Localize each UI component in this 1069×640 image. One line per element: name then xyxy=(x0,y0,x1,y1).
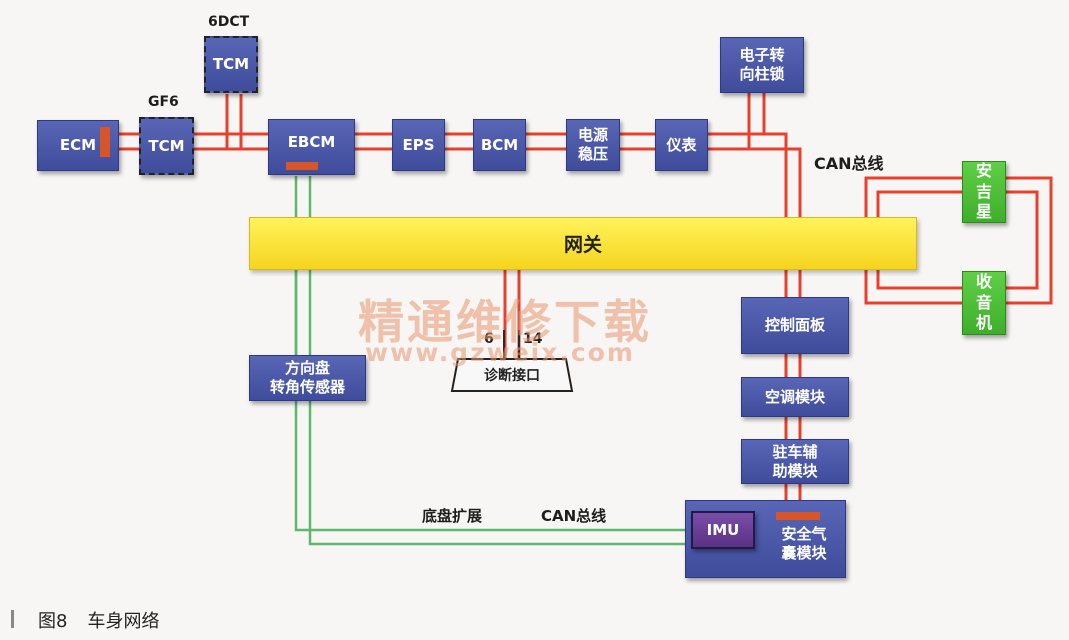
ac-module: 空调模块 xyxy=(741,377,849,417)
diagnostic-port-label: 诊断接口 xyxy=(484,368,540,384)
chassis-bus-label-a: 底盘扩展 xyxy=(422,507,483,525)
ecm-connector xyxy=(100,127,110,157)
6dct-label: 6DCT xyxy=(208,14,250,30)
tcm-gf6-label: TCM xyxy=(148,136,185,155)
parking-assist-module: 驻车辅 助模块 xyxy=(741,439,849,484)
eps-module: EPS xyxy=(392,119,445,171)
steering-lock-label: 电子转 向柱锁 xyxy=(739,46,785,83)
pin-6-label: 6 xyxy=(484,331,494,347)
power-regulator-label: 电源 稳压 xyxy=(577,126,608,163)
airbag-connector xyxy=(776,512,820,520)
eps-label: EPS xyxy=(402,135,435,154)
gateway-label: 网关 xyxy=(563,234,602,256)
bcm-module: BCM xyxy=(473,119,526,171)
tcm-6dct-module: TCM xyxy=(204,36,258,93)
figure-caption: 图8 车身网络 xyxy=(38,607,159,633)
watermark-chinese: 精通维修下载 xyxy=(358,295,652,349)
figure-number: 图8 xyxy=(38,611,68,632)
chassis-bus-label-b: CAN总线 xyxy=(541,507,607,525)
steering-angle-sensor-label: 方向盘 转角传感器 xyxy=(269,359,345,396)
watermark-url: www.gzweix.com xyxy=(365,338,635,367)
imu-label: IMU xyxy=(706,520,740,539)
tcm-6dct-label: TCM xyxy=(212,55,250,74)
onstar-label: 安 吉 星 xyxy=(975,160,992,222)
ebcm-label: EBCM xyxy=(287,132,336,151)
bcm-label: BCM xyxy=(480,135,519,154)
diagnostic-port-shape xyxy=(450,358,574,392)
parking-assist-label: 驻车辅 助模块 xyxy=(772,442,818,480)
pin-14-label: 14 xyxy=(523,331,543,347)
tcm-gf6-module: TCM xyxy=(139,117,194,175)
control-panel-label: 控制面板 xyxy=(764,316,825,335)
instrument-cluster-label: 仪表 xyxy=(666,135,697,154)
steering-angle-sensor-module: 方向盘 转角传感器 xyxy=(249,355,366,401)
ecm-label: ECM xyxy=(59,136,97,155)
imu-module: IMU xyxy=(691,511,755,549)
gateway-module: 网关 xyxy=(249,217,917,270)
ebcm-connector xyxy=(286,162,318,170)
caption-marker xyxy=(11,610,14,628)
diagnostic-port: 诊断接口 xyxy=(450,358,574,392)
steering-lock-module: 电子转 向柱锁 xyxy=(720,37,804,93)
ac-module-label: 空调模块 xyxy=(764,387,825,406)
onstar-module: 安 吉 星 xyxy=(962,161,1006,223)
power-regulator-module: 电源 稳压 xyxy=(566,119,620,171)
radio-module: 收 音 机 xyxy=(962,271,1006,335)
instrument-cluster-module: 仪表 xyxy=(655,119,708,171)
radio-label: 收 音 机 xyxy=(975,271,992,333)
figure-title: 车身网络 xyxy=(87,611,160,632)
airbag-module-label: 安全气 囊模块 xyxy=(781,525,827,562)
control-panel-module: 控制面板 xyxy=(741,297,849,354)
gf6-label: GF6 xyxy=(148,94,179,110)
can-bus-label: CAN总线 xyxy=(814,154,884,173)
